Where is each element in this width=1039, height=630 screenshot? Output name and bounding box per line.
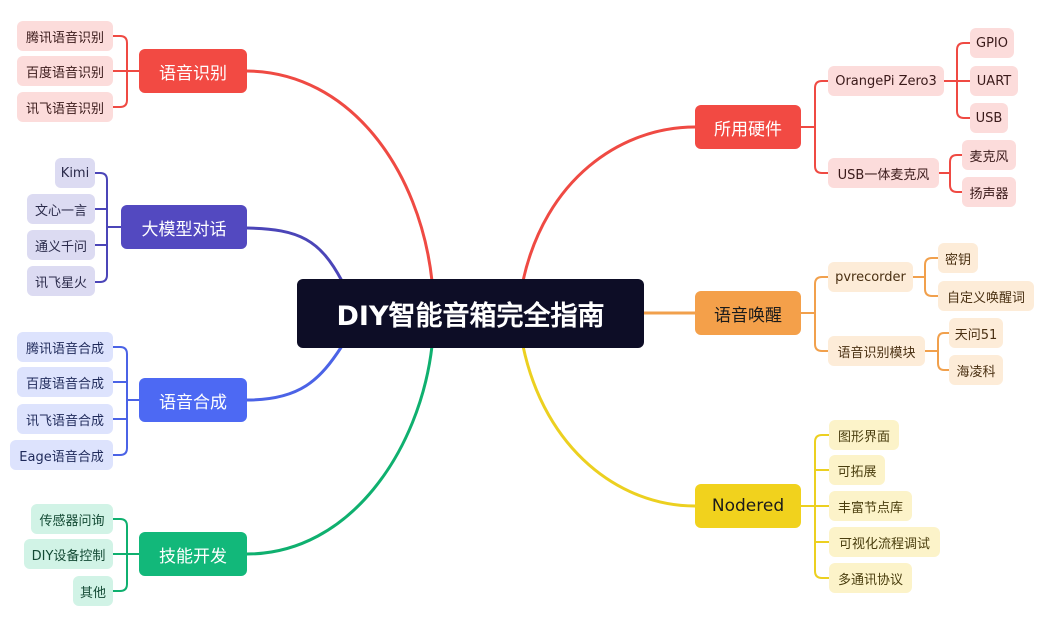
subnode-orangepi-zero3[interactable]: OrangePi Zero3 <box>828 66 944 96</box>
leaf-baidu-tts[interactable]: 百度语音合成 <box>17 367 113 397</box>
leaf-tencent-asr[interactable]: 腾讯语音识别 <box>17 21 113 51</box>
root-topic[interactable]: DIY智能音箱完全指南 <box>297 279 644 348</box>
leaf-extensible[interactable]: 可拓展 <box>829 455 885 485</box>
leaf-custom-wake-word[interactable]: 自定义唤醒词 <box>938 281 1034 311</box>
leaf-hailingke[interactable]: 海凌科 <box>949 355 1003 385</box>
leaf-baidu-asr[interactable]: 百度语音识别 <box>17 56 113 86</box>
leaf-uart[interactable]: UART <box>970 66 1018 96</box>
links-llm-chat <box>95 172 121 283</box>
leaf-gpio[interactable]: GPIO <box>970 28 1014 58</box>
leaf-xinghuo[interactable]: 讯飞星火 <box>27 266 95 296</box>
branch-speech-synthesis[interactable]: 语音合成 <box>139 378 247 422</box>
leaf-xunfei-tts[interactable]: 讯飞语音合成 <box>17 404 113 434</box>
leaf-multi-protocol[interactable]: 多通讯协议 <box>829 563 912 593</box>
leaf-xunfei-asr[interactable]: 讯飞语音识别 <box>17 92 113 122</box>
leaf-node-library[interactable]: 丰富节点库 <box>829 491 912 521</box>
leaf-other[interactable]: 其他 <box>73 576 113 606</box>
leaf-visual-debug[interactable]: 可视化流程调试 <box>829 527 940 557</box>
link-root-speech-synthesis <box>246 345 344 402</box>
leaf-microphone[interactable]: 麦克风 <box>962 140 1016 170</box>
links-skill-dev <box>113 518 139 592</box>
branch-skill-dev[interactable]: 技能开发 <box>139 532 247 576</box>
links-wake-word <box>801 257 949 371</box>
leaf-sensor-query[interactable]: 传感器问询 <box>31 504 113 534</box>
branch-nodered[interactable]: Nodered <box>695 484 801 528</box>
leaf-speaker[interactable]: 扬声器 <box>962 177 1016 207</box>
branch-llm-chat[interactable]: 大模型对话 <box>121 205 247 249</box>
leaf-tianwen51[interactable]: 天问51 <box>949 318 1003 348</box>
subnode-asr-module[interactable]: 语音识别模块 <box>828 336 925 366</box>
leaf-tencent-tts[interactable]: 腾讯语音合成 <box>17 332 113 362</box>
branch-speech-recognition[interactable]: 语音识别 <box>139 49 247 93</box>
links-nodered <box>801 434 829 579</box>
leaf-tongyi[interactable]: 通义千问 <box>27 230 95 260</box>
link-root-llm-chat <box>246 226 344 282</box>
links-speech-recognition <box>113 35 139 108</box>
link-root-skill-dev <box>246 345 434 556</box>
subnode-pvrecorder[interactable]: pvrecorder <box>828 262 913 292</box>
branch-wake-word[interactable]: 语音唤醒 <box>695 291 801 335</box>
leaf-gui[interactable]: 图形界面 <box>829 420 899 450</box>
branch-hardware[interactable]: 所用硬件 <box>695 105 801 149</box>
link-root-speech-recognition <box>246 69 434 282</box>
links-speech-synthesis <box>113 346 139 456</box>
subnode-usb-mic[interactable]: USB一体麦克风 <box>828 158 939 188</box>
link-root-nodered <box>521 345 696 508</box>
links-hardware <box>801 42 970 193</box>
leaf-kimi[interactable]: Kimi <box>55 158 95 188</box>
link-root-hardware <box>521 125 696 282</box>
leaf-usb[interactable]: USB <box>970 103 1008 133</box>
leaf-eage-tts[interactable]: Eage语音合成 <box>10 440 113 470</box>
leaf-diy-device-control[interactable]: DIY设备控制 <box>24 539 113 569</box>
leaf-secret-key[interactable]: 密钥 <box>938 243 978 273</box>
leaf-wenxin[interactable]: 文心一言 <box>27 194 95 224</box>
